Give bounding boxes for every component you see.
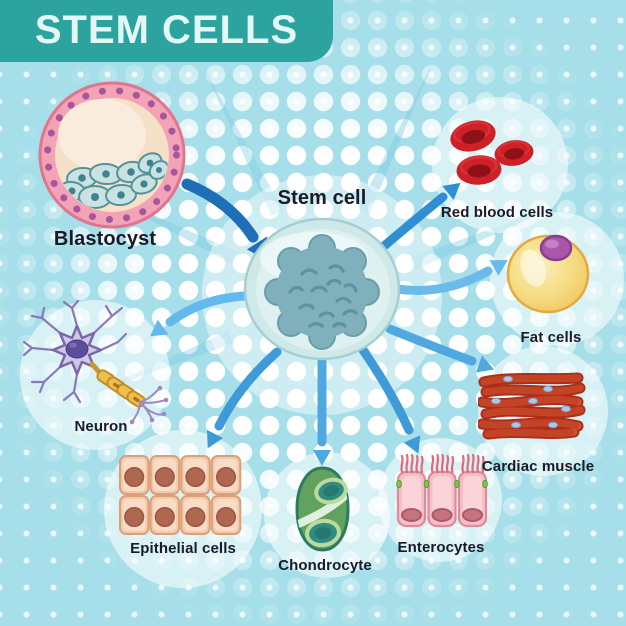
myelin-sheath: [96, 369, 146, 408]
arrow-to-epithelial-cells: [206, 347, 282, 449]
cardiac-muscle-illustration: [478, 372, 586, 440]
arrow-to-chondrocyte: [313, 357, 331, 466]
fat-cell-nucleus: [539, 234, 573, 262]
arrow-to-neuron: [150, 291, 249, 337]
stem-cell-illustration: [243, 217, 401, 361]
arrow-to-red-blood-cells: [372, 182, 461, 257]
label-blastocyst: Blastocyst: [53, 228, 157, 250]
epithelial-cells-illustration: [119, 455, 242, 535]
halo-neuron: [20, 300, 170, 450]
enterocytes-illustration: [396, 453, 488, 528]
red-blood-cells-illustration: [446, 114, 537, 188]
fat-cells-illustration: [506, 234, 590, 314]
label-enterocytes: Enterocytes: [397, 539, 485, 556]
arrow-to-fat-cells: [392, 260, 508, 295]
label-cardiac-muscle: Cardiac muscle: [481, 458, 595, 475]
poster-title: STEM CELLS: [34, 7, 299, 52]
label-neuron: Neuron: [74, 418, 128, 435]
arrow-to-enterocytes: [358, 345, 421, 454]
label-fat-cells: Fat cells: [520, 329, 582, 346]
chondrocyte-nuclei: [305, 477, 348, 548]
label-stem-cell: Stem cell: [277, 187, 367, 209]
blastocyst-illustration: [38, 81, 186, 229]
chondrocyte-illustration: [295, 466, 350, 552]
arrow-to-cardiac-muscle: [385, 324, 495, 373]
neuron-illustration: [22, 300, 169, 425]
label-chondrocyte: Chondrocyte: [278, 557, 372, 574]
title-banner: STEM CELLS: [0, 0, 333, 62]
inner-cell-mass: [58, 152, 169, 209]
label-red-blood-cells: Red blood cells: [440, 204, 554, 221]
label-epithelial-cells: Epithelial cells: [130, 540, 236, 557]
stem-cell-nucleus: [264, 234, 380, 350]
